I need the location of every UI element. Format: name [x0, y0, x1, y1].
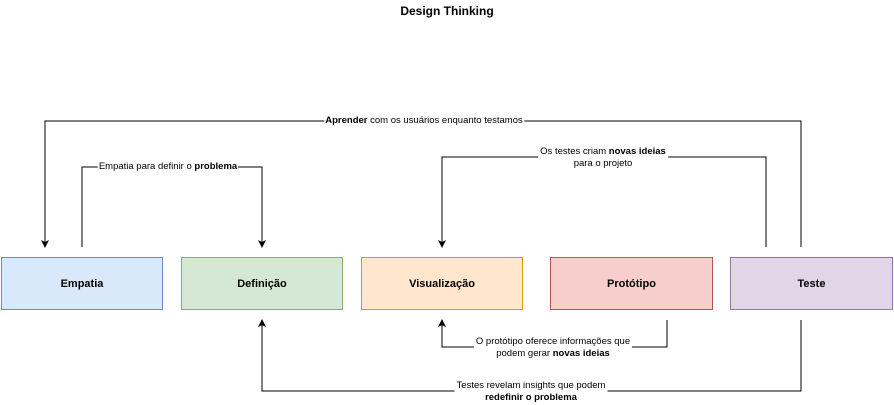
node-definicao-label: Definição — [237, 277, 287, 290]
node-visualizacao[interactable]: Visualização — [361, 257, 523, 310]
edge-prototipo-visualizacao-label-bold: novas ideias — [552, 348, 610, 359]
node-empatia[interactable]: Empatia — [1, 257, 163, 310]
diagram-title: Design Thinking — [400, 4, 494, 18]
node-teste-label: Teste — [797, 277, 826, 290]
edge-aprender-label-bold: Aprender — [325, 115, 368, 126]
node-empatia-label: Empatia — [60, 277, 104, 290]
edge-aprender — [41, 120, 802, 248]
edge-empatia-definicao-label-text: Empatia para definir o — [98, 161, 195, 172]
edge-teste-visualizacao-label-text: Os testes criam — [540, 146, 609, 157]
node-prototipo[interactable]: Protótipo — [550, 257, 713, 310]
node-teste[interactable]: Teste — [730, 257, 893, 310]
edge-teste-definicao-label-bold: redefinir o problema — [485, 392, 577, 403]
edge-empatia-definicao-label: Empatia para definir o problema — [97, 161, 239, 173]
node-definicao[interactable]: Definição — [181, 257, 343, 310]
node-visualizacao-label: Visualização — [409, 277, 475, 290]
edge-empatia-definicao — [81, 166, 266, 248]
edge-prototipo-visualizacao-label: O protótipo oferece informações que pode… — [473, 336, 633, 360]
edge-teste-visualizacao — [438, 156, 767, 248]
edge-teste-visualizacao-label-line2: para o projeto — [573, 158, 633, 169]
edge-teste-definicao-label: Testes revelam insights que podem redefi… — [454, 380, 608, 404]
node-prototipo-label: Protótipo — [607, 277, 656, 290]
edge-empatia-definicao-label-bold: problema — [194, 161, 238, 172]
edge-prototipo-visualizacao-label-text: podem gerar — [496, 348, 553, 359]
edge-teste-visualizacao-label: Os testes criam novas ideias para o proj… — [538, 146, 668, 170]
edge-teste-visualizacao-label-bold: novas ideias — [608, 146, 666, 157]
edge-aprender-label-text: com os usuários enquanto testamos — [367, 115, 523, 126]
edge-teste-definicao-label-line1: Testes revelam insights que podem — [456, 380, 606, 391]
edge-prototipo-visualizacao-label-line1: O protótipo oferece informações que — [475, 336, 631, 347]
edge-aprender-label: Aprender com os usuários enquanto testam… — [324, 115, 524, 127]
